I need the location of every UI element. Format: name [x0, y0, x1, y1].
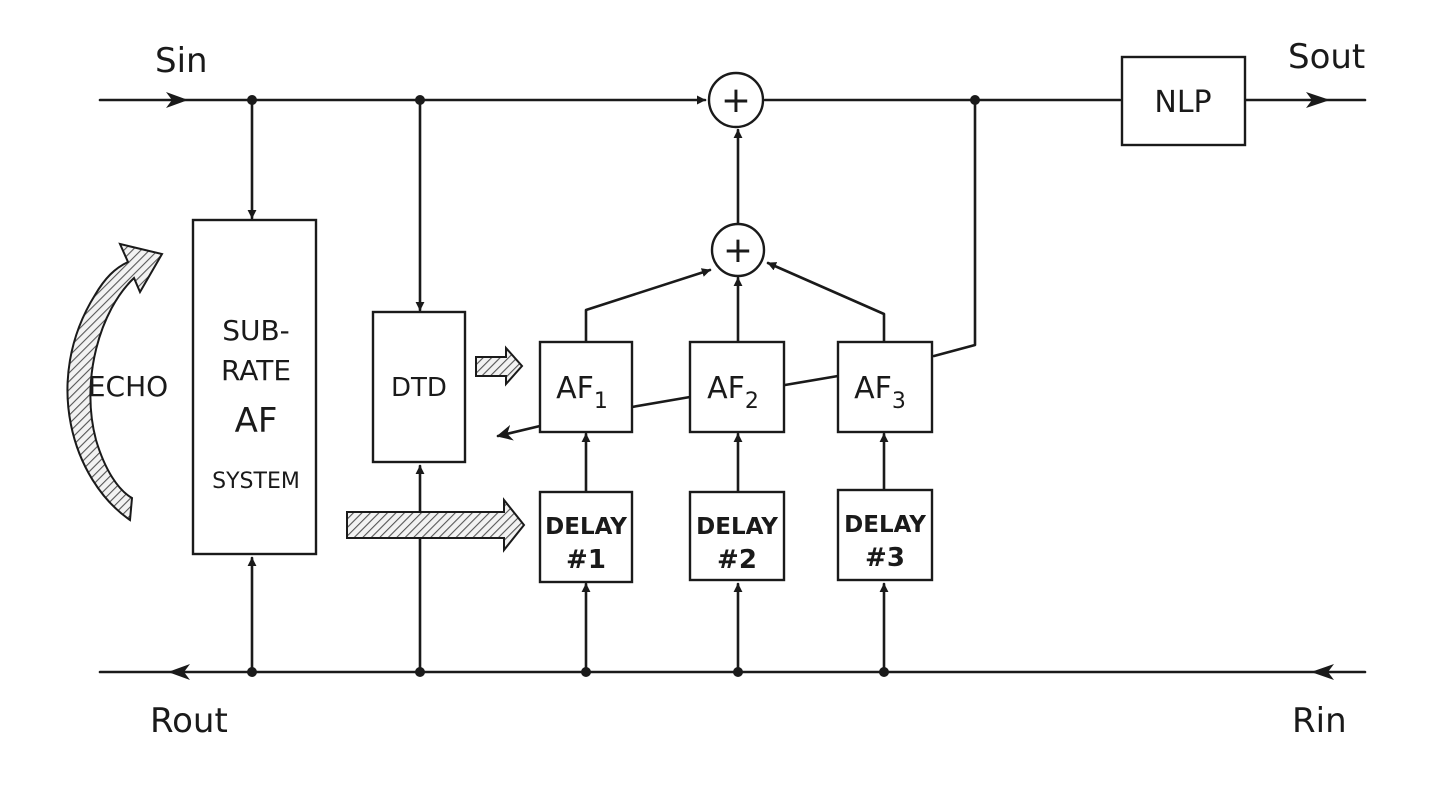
- svg-text:AF3: AF3: [854, 371, 906, 414]
- summer-bottom: +: [710, 222, 766, 278]
- delay2-block: DELAY #2: [688, 490, 786, 582]
- subrate-line-3: AF: [235, 401, 278, 441]
- af1-subscript: 1: [594, 389, 608, 414]
- delay1-line-1: DELAY: [545, 514, 627, 540]
- af1-block: AF1: [538, 340, 634, 434]
- delay3-block: DELAY #3: [836, 488, 934, 582]
- sout-arrow-icon: [1306, 92, 1330, 108]
- subrate-line-1: SUB-: [222, 314, 290, 347]
- af2-subscript: 2: [745, 389, 759, 414]
- af3-block: AF3: [836, 340, 934, 434]
- summer-top: +: [707, 71, 765, 129]
- echo-curved-arrow: [66, 242, 164, 522]
- rin-distribution-arrow: [346, 497, 526, 553]
- subrate-line-2: RATE: [221, 354, 291, 387]
- delay2-line-1: DELAY: [696, 514, 778, 540]
- rout-label: Rout: [150, 701, 228, 741]
- subrate-line-4: SYSTEM: [212, 469, 300, 494]
- af1-label: AF: [556, 371, 594, 406]
- dtd-block: DTD: [371, 310, 467, 464]
- vertical-connections: [247, 98, 977, 674]
- summer-bottom-symbol: +: [723, 230, 753, 271]
- af2-block: AF2: [688, 340, 786, 434]
- rin-label: Rin: [1292, 701, 1347, 741]
- dtd-label: DTD: [391, 373, 447, 403]
- receive-path: [98, 664, 1367, 680]
- delay3-line-2: #3: [865, 543, 905, 573]
- delay1-block: DELAY #1: [538, 490, 634, 584]
- delay3-line-1: DELAY: [844, 512, 926, 538]
- af2-label: AF: [707, 371, 745, 406]
- echo-label: ECHO: [88, 370, 168, 403]
- nlp-block: NLP: [1120, 55, 1247, 147]
- sin-label: Sin: [155, 41, 208, 81]
- rin-arrow-icon: [1311, 664, 1334, 680]
- sout-label: Sout: [1288, 37, 1365, 77]
- svg-text:AF2: AF2: [707, 371, 759, 414]
- rout-arrow-icon: [168, 664, 190, 680]
- summer-top-symbol: +: [721, 80, 751, 121]
- dtd-control-arrow: [475, 345, 524, 387]
- nlp-label: NLP: [1154, 85, 1211, 120]
- delay2-line-2: #2: [717, 545, 757, 575]
- delay1-line-2: #1: [566, 545, 606, 575]
- af3-label: AF: [854, 371, 892, 406]
- af3-subscript: 3: [892, 389, 906, 414]
- subrate-af-block: SUB- RATE AF SYSTEM: [191, 218, 318, 556]
- sin-arrow-icon: [166, 92, 188, 108]
- svg-text:AF1: AF1: [556, 371, 608, 414]
